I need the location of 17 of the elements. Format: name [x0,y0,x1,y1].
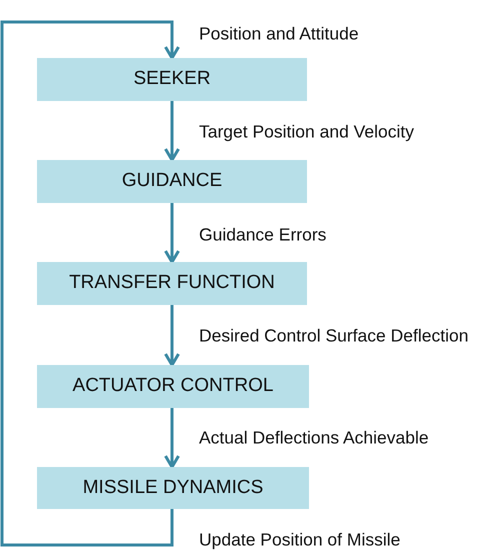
arrow [164,203,180,264]
feedback-arrow [0,20,180,546]
box-label: SEEKER [133,68,211,91]
process-box [37,160,307,203]
process-box [37,58,307,101]
box-label: GUIDANCE [122,170,222,193]
box-label: ACTUATOR CONTROL [72,375,274,398]
process-box [37,365,309,408]
process-box [37,262,307,305]
edge-label: Target Position and Velocity [198,122,415,142]
arrow [164,101,180,162]
process-box [37,467,309,509]
edge-label: Update Position of Missile [198,530,402,550]
arrow [164,305,180,366]
box-label: MISSILE DYNAMICS [82,476,264,500]
box-label: TRANSFER FUNCTION [69,272,275,295]
arrow [164,408,180,468]
